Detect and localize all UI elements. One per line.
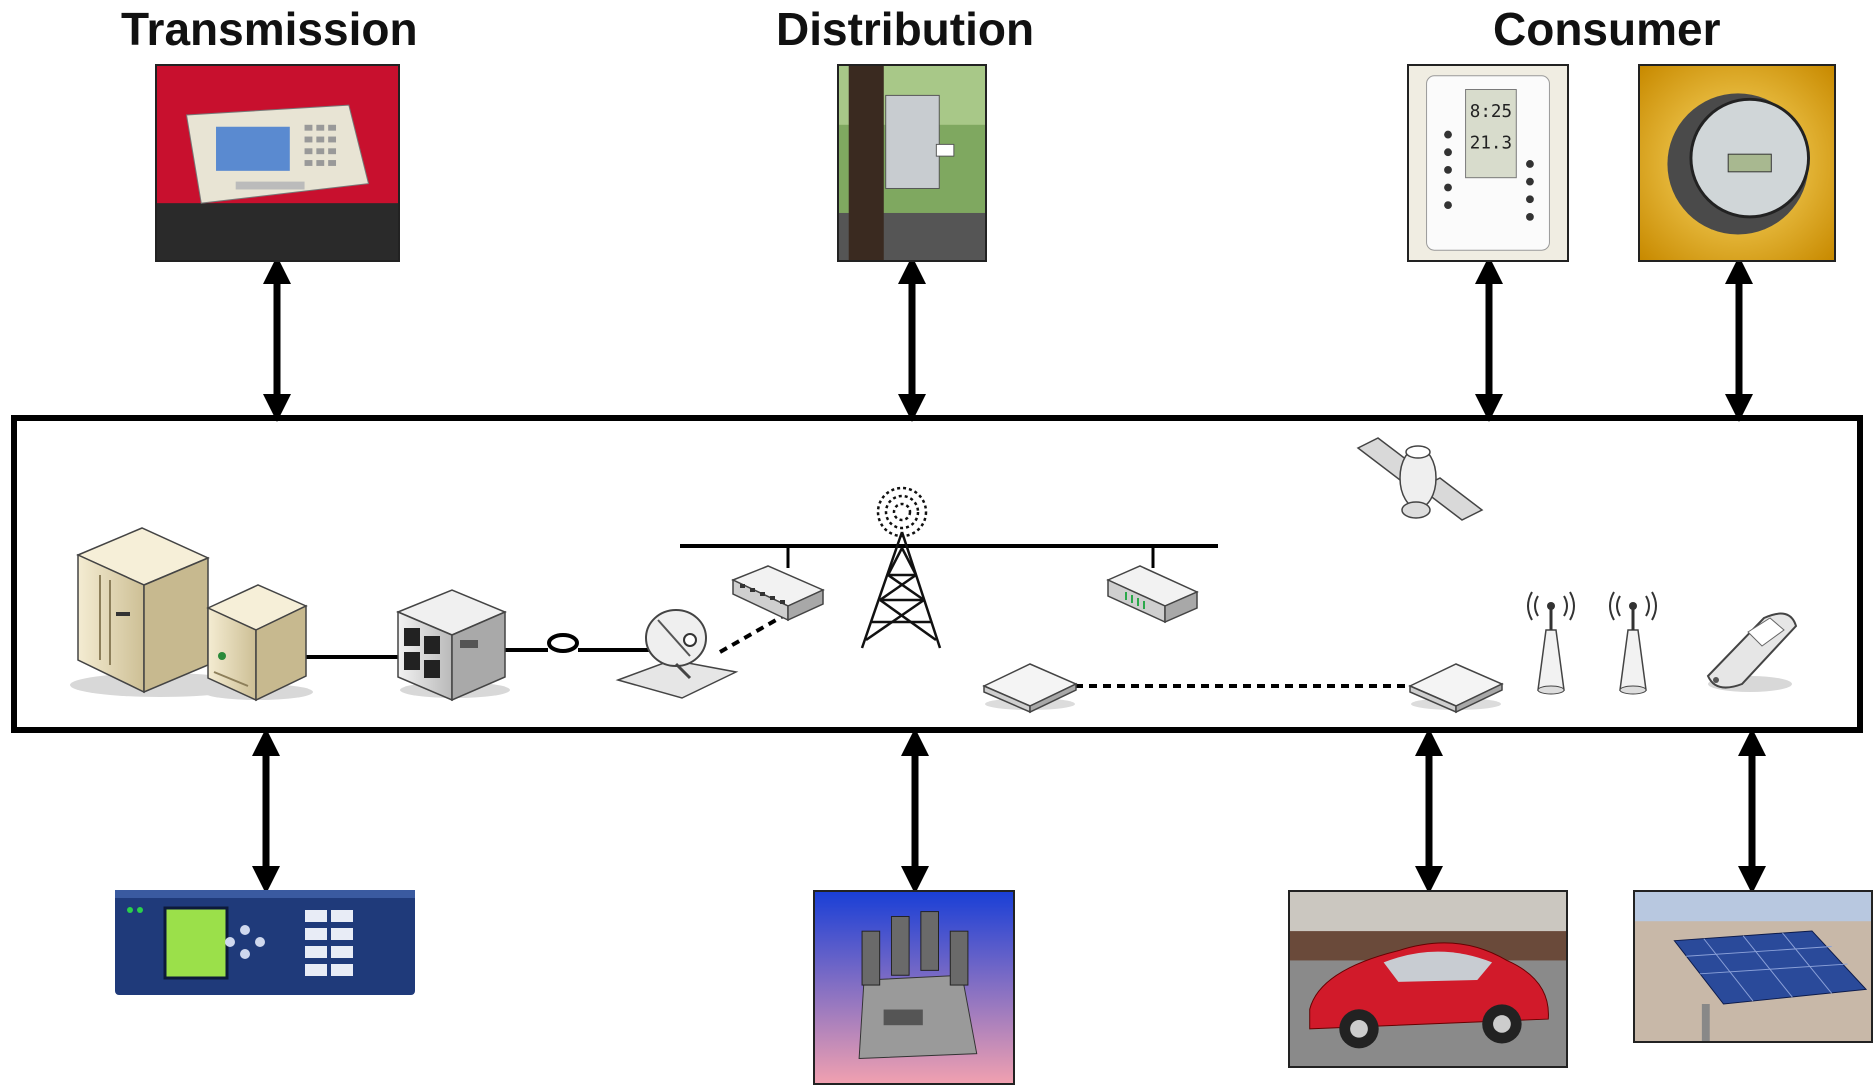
communication-network-box [11,415,1863,733]
wireless-bridge-icon [1408,663,1504,714]
fiber-coil-icon [547,633,579,653]
thermostat-time: 8:25 [1470,102,1512,122]
transmission-controller-photo [155,64,400,262]
server-tower-icon [70,527,250,697]
satellite-icon [1356,437,1484,521]
electric-car-photo [1288,890,1568,1068]
mobile-phone-icon [1706,612,1798,692]
heading-consumer: Consumer [1493,3,1721,55]
router-rack-icon [396,589,510,702]
protection-relay-photo [115,890,415,995]
access-point-icon [1609,591,1657,695]
heading-transmission: Transmission [121,3,418,55]
thermostat-photo: 8:25 21.3 [1407,64,1569,262]
network-switch-icon [731,565,825,622]
server-small-icon [203,584,313,702]
solar-panel-photo [1633,890,1873,1043]
distribution-pole-box-photo [837,64,987,262]
heading-distribution: Distribution [776,3,1035,55]
wireless-bridge-icon [982,663,1078,714]
network-modem-icon [1106,565,1199,624]
access-point-icon [1527,591,1575,695]
recloser-photo [813,890,1015,1085]
satellite-dish-icon [615,609,739,699]
radio-tower-icon [860,486,942,649]
smart-meter-photo [1638,64,1836,262]
thermostat-temperature: 21.3 [1470,133,1512,153]
